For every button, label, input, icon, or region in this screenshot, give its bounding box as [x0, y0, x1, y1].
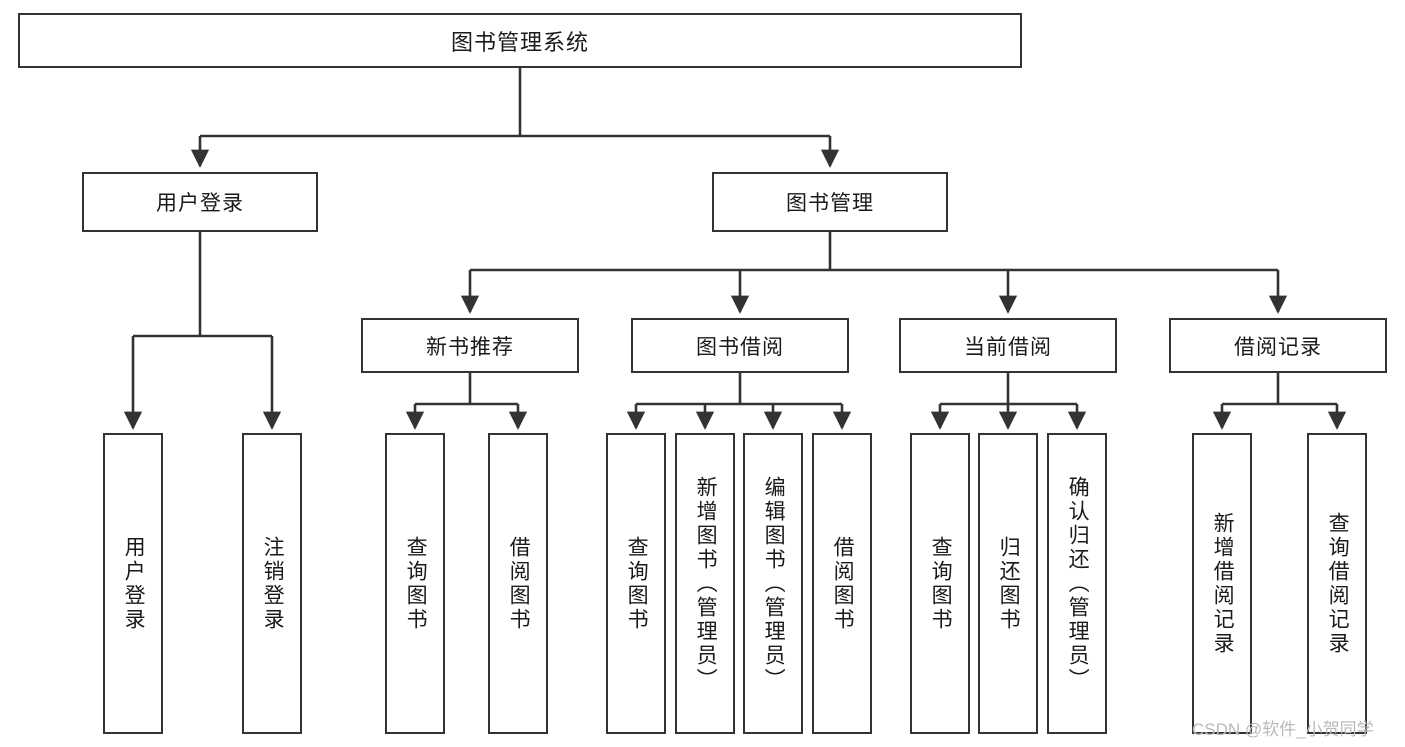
node-current-borrow[interactable]: 当前借阅 [899, 318, 1117, 373]
node-label: 查询借阅记录 [1326, 511, 1350, 656]
node-label: 查询图书 [929, 535, 953, 632]
node-label: 编辑图书（管理员） [762, 475, 786, 692]
leaf-borrow-borrow-book[interactable]: 借阅图书 [812, 433, 872, 734]
node-user-login[interactable]: 用户登录 [82, 172, 318, 232]
leaf-records-add-record[interactable]: 新增借阅记录 [1192, 433, 1252, 734]
node-label: 新书推荐 [426, 335, 514, 359]
node-book-management[interactable]: 图书管理 [712, 172, 948, 232]
node-label: 用户登录 [122, 535, 146, 632]
node-label: 归还图书 [997, 535, 1021, 632]
node-label: 注销登录 [261, 535, 285, 632]
node-label: 查询图书 [404, 535, 428, 632]
node-label: 确认归还（管理员） [1066, 475, 1090, 692]
node-borrow-records[interactable]: 借阅记录 [1169, 318, 1387, 373]
node-book-borrow[interactable]: 图书借阅 [631, 318, 849, 373]
node-label: 图书管理系统 [450, 29, 589, 55]
node-label: 借阅图书 [831, 535, 855, 632]
leaf-new-book-borrow-book[interactable]: 借阅图书 [488, 433, 548, 734]
leaf-user-login-login[interactable]: 用户登录 [103, 433, 163, 734]
node-label: 当前借阅 [964, 335, 1052, 359]
leaf-records-query-record[interactable]: 查询借阅记录 [1307, 433, 1367, 734]
csdn-watermark: CSDN @软件_小贺同学 [1192, 720, 1374, 739]
node-label: 新增借阅记录 [1211, 511, 1235, 656]
leaf-new-book-query-book[interactable]: 查询图书 [385, 433, 445, 734]
node-label: 新增图书（管理员） [694, 475, 718, 692]
leaf-borrow-add-book-admin[interactable]: 新增图书（管理员） [675, 433, 735, 734]
node-label: 图书管理 [786, 192, 874, 215]
leaf-borrow-edit-book-admin[interactable]: 编辑图书（管理员） [743, 433, 803, 734]
leaf-current-confirm-return-admin[interactable]: 确认归还（管理员） [1047, 433, 1107, 734]
node-label: 借阅图书 [507, 535, 531, 632]
node-label: 借阅记录 [1234, 335, 1322, 359]
leaf-current-query-book[interactable]: 查询图书 [910, 433, 970, 734]
node-new-book-recommend[interactable]: 新书推荐 [361, 318, 579, 373]
leaf-borrow-query-book[interactable]: 查询图书 [606, 433, 666, 734]
leaf-current-return-book[interactable]: 归还图书 [978, 433, 1038, 734]
node-label: 查询图书 [625, 535, 649, 632]
node-root-book-management-system[interactable]: 图书管理系统 [18, 13, 1022, 68]
leaf-user-login-logout[interactable]: 注销登录 [242, 433, 302, 734]
node-label: 图书借阅 [696, 335, 784, 359]
node-label: 用户登录 [156, 192, 244, 215]
